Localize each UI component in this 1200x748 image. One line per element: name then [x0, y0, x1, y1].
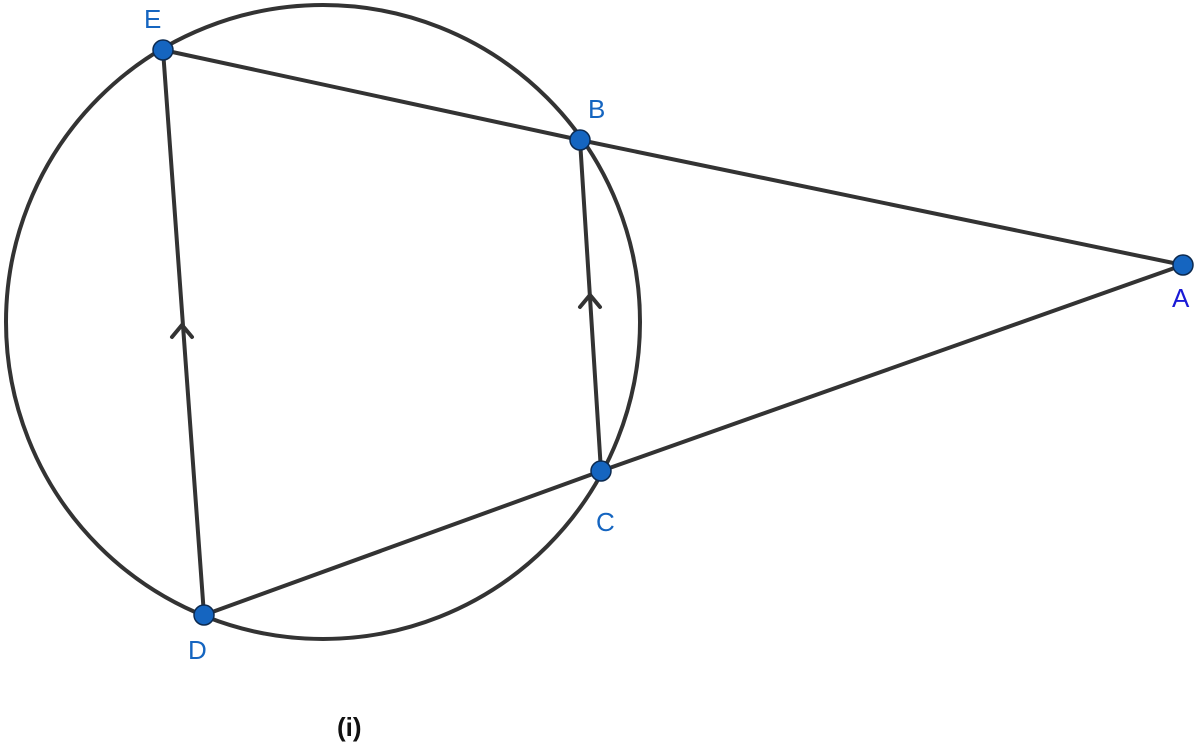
parallel-mark-BC — [578, 291, 602, 309]
segment-BA — [578, 138, 1185, 267]
label-D: D — [188, 635, 207, 665]
label-C: C — [596, 507, 615, 537]
segment-BC — [578, 138, 603, 473]
point-D — [193, 604, 215, 626]
segment-AC — [599, 263, 1185, 473]
label-E: E — [144, 4, 161, 34]
label-B: B — [588, 94, 605, 124]
segment-ED — [161, 48, 206, 617]
point-B — [569, 129, 591, 151]
circle — [4, 3, 642, 641]
segment-CD — [202, 469, 603, 617]
figure-caption: (i) — [337, 712, 362, 742]
point-E — [152, 39, 174, 61]
point-A — [1172, 254, 1194, 276]
segment-EB — [161, 48, 582, 142]
parallel-mark-ED — [170, 321, 194, 339]
point-C — [590, 460, 612, 482]
label-A: A — [1172, 283, 1190, 313]
